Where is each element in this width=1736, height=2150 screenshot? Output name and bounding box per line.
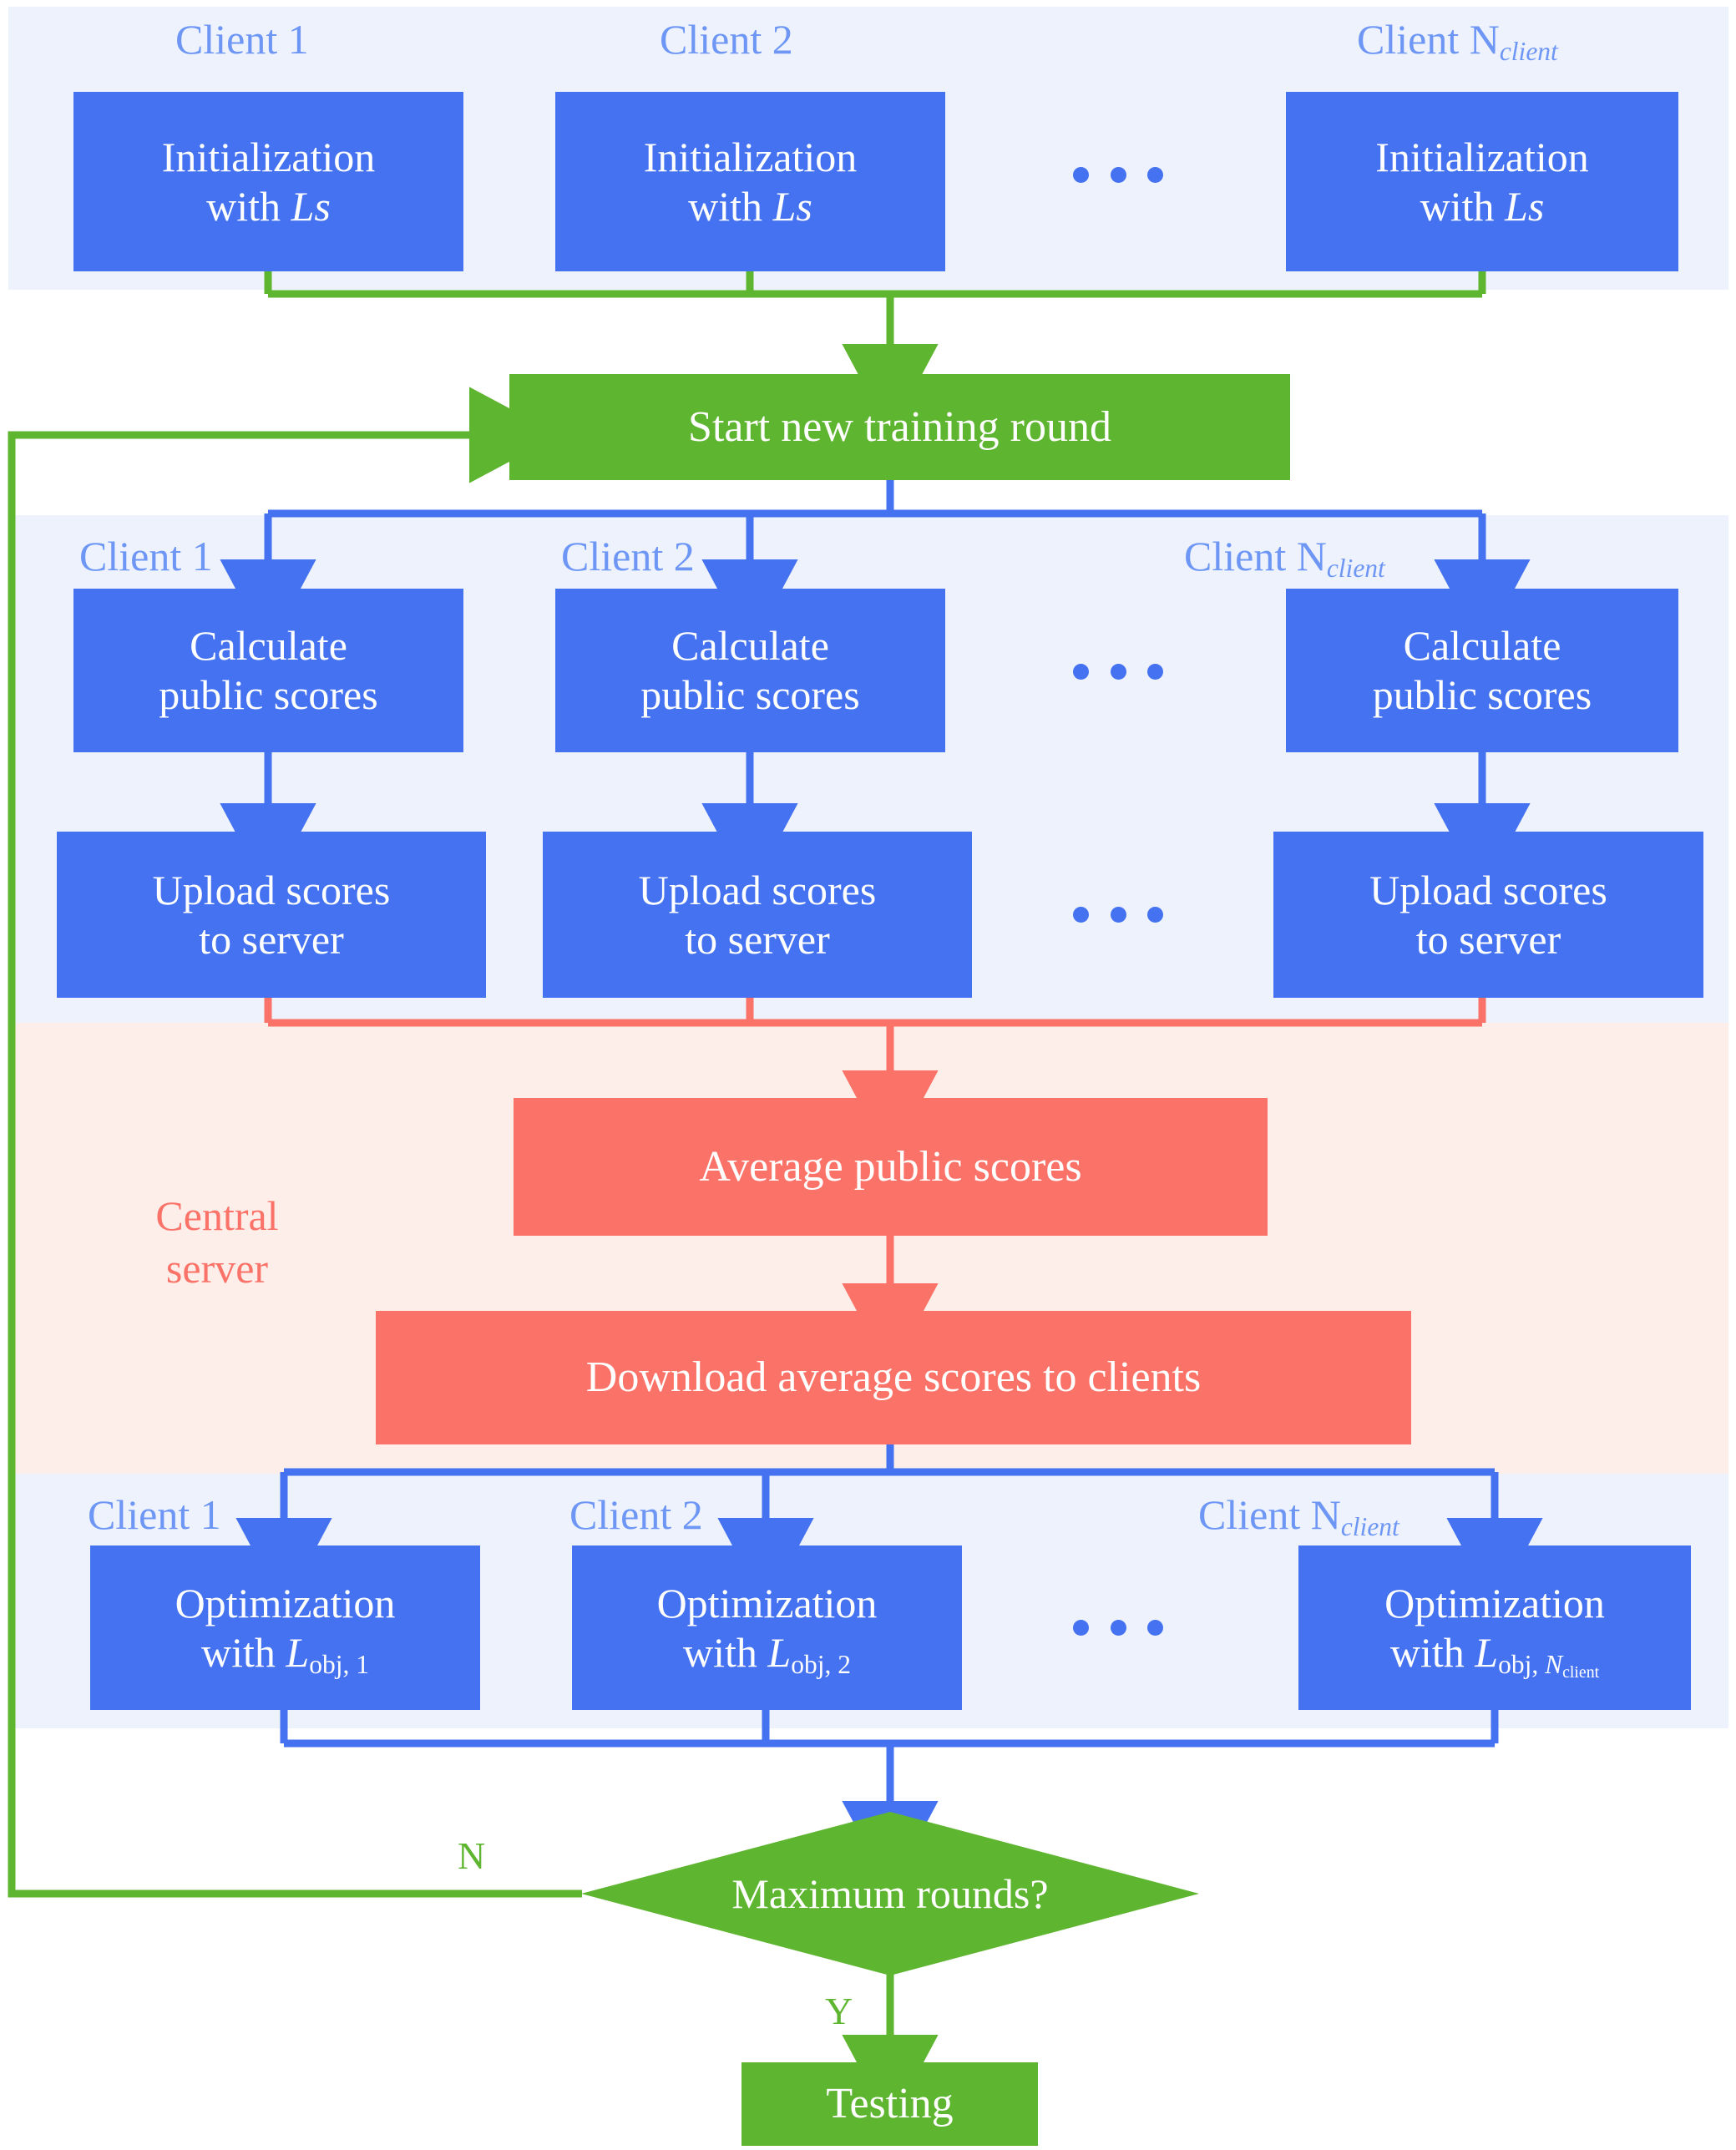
start-round-label: Start new training round: [688, 402, 1111, 451]
central-server-label: Central server: [109, 1190, 326, 1294]
init-box-n-line2: with Ls: [1420, 182, 1545, 230]
init-box-1-line1: Initialization: [161, 133, 376, 180]
init-box-2-line2: with Ls: [688, 182, 812, 230]
upload-scores-box-client-n[interactable]: Upload scores to server: [1273, 832, 1703, 998]
calc-box-2-line1: Calculate: [671, 622, 829, 669]
client-label-opt-1: Client 1: [88, 1491, 221, 1538]
client-label-opt-n: Client Nclient: [1198, 1491, 1399, 1542]
client-label-init-n: Client Nclient: [1357, 16, 1558, 67]
average-public-scores-box[interactable]: Average public scores: [514, 1098, 1268, 1236]
calculate-scores-box-client-1[interactable]: Calculate public scores: [73, 589, 463, 752]
calculate-scores-box-client-n[interactable]: Calculate public scores: [1286, 589, 1678, 752]
client-label-init-1: Client 1: [175, 16, 309, 63]
decision-label-wrap[interactable]: Maximum rounds?: [635, 1867, 1146, 1920]
init-box-client-1[interactable]: Initialization with Ls: [73, 92, 463, 271]
client-n-sub-calc: client: [1326, 554, 1385, 584]
testing-box[interactable]: Testing: [741, 2062, 1038, 2146]
upload-box-2-line1: Upload scores: [638, 866, 877, 913]
upload-box-2-line2: to server: [685, 915, 830, 963]
opt-box-n-line1: Optimization: [1384, 1579, 1605, 1626]
opt-box-n-line2: with Lobj, Nclient: [1389, 1628, 1600, 1682]
branch-label-yes: Y: [825, 1990, 853, 2032]
init-box-client-2[interactable]: Initialization with Ls: [555, 92, 945, 271]
calc-box-n-line1: Calculate: [1403, 622, 1561, 669]
calc-box-1-line1: Calculate: [190, 622, 347, 669]
client-label-calc-n: Client Nclient: [1184, 533, 1385, 584]
optimization-box-client-n[interactable]: Optimization with Lobj, Nclient: [1298, 1545, 1691, 1710]
ellipsis-upload-row: [1073, 907, 1163, 923]
calc-box-1-line2: public scores: [159, 671, 378, 718]
upload-scores-box-client-1[interactable]: Upload scores to server: [57, 832, 486, 998]
ellipsis-init-row: [1073, 167, 1163, 183]
branch-label-no: N: [458, 1834, 486, 1877]
average-box-label: Average public scores: [699, 1142, 1082, 1191]
client-n-sub-init: client: [1499, 37, 1558, 67]
init-box-client-n[interactable]: Initialization with Ls: [1286, 92, 1678, 271]
central-server-label-line2: server: [165, 1244, 269, 1292]
ellipsis-opt-row: [1073, 1620, 1163, 1636]
decision-diamond: [581, 1812, 1199, 1975]
central-server-label-line1: Central: [155, 1192, 279, 1239]
client-label-opt-2: Client 2: [569, 1491, 703, 1538]
optimization-box-client-2[interactable]: Optimization with Lobj, 2: [572, 1545, 962, 1710]
upload-box-n-line1: Upload scores: [1369, 866, 1607, 913]
download-box-label: Download average scores to clients: [585, 1353, 1202, 1402]
client-label-calc-2: Client 2: [561, 533, 695, 579]
init-box-1-line2: with Ls: [206, 182, 331, 230]
upload-box-n-line2: to server: [1415, 915, 1561, 963]
testing-label: Testing: [826, 2080, 954, 2128]
download-average-scores-box[interactable]: Download average scores to clients: [376, 1311, 1411, 1444]
client-n-sub-opt: client: [1340, 1512, 1399, 1542]
init-box-n-line1: Initialization: [1375, 133, 1589, 180]
client-label-init-2: Client 2: [660, 16, 793, 63]
upload-box-1-line1: Upload scores: [152, 866, 391, 913]
start-new-training-round-box[interactable]: Start new training round: [509, 374, 1290, 480]
upload-scores-box-client-2[interactable]: Upload scores to server: [543, 832, 972, 998]
upload-box-1-line2: to server: [199, 915, 344, 963]
optimization-box-client-1[interactable]: Optimization with Lobj, 1: [90, 1545, 480, 1710]
opt-box-1-line1: Optimization: [175, 1579, 396, 1626]
decision-label: Maximum rounds?: [731, 1869, 1049, 1917]
calc-box-n-line2: public scores: [1372, 671, 1592, 718]
ellipsis-calc-row: [1073, 664, 1163, 680]
init-box-2-line1: Initialization: [643, 133, 858, 180]
opt-box-2-line1: Optimization: [656, 1579, 878, 1626]
opt-box-1-line2: with Lobj, 1: [201, 1628, 369, 1679]
opt-box-2-line2: with Lobj, 2: [683, 1628, 851, 1679]
calc-box-2-line2: public scores: [640, 671, 860, 718]
calculate-scores-box-client-2[interactable]: Calculate public scores: [555, 589, 945, 752]
client-label-calc-1: Client 1: [79, 533, 213, 579]
